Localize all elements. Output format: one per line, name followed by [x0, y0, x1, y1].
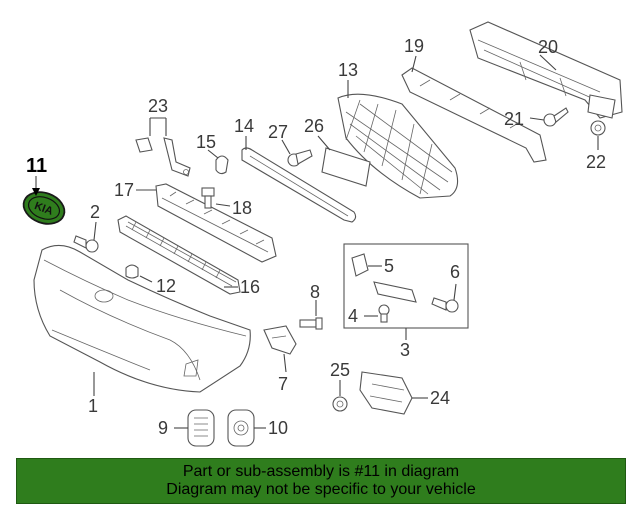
label-21: 21 — [504, 109, 524, 129]
label-23: 23 — [148, 96, 168, 116]
label-8: 8 — [310, 282, 320, 302]
label-12: 12 — [156, 276, 176, 296]
leader-27 — [281, 139, 291, 155]
part-12-clip[interactable] — [125, 264, 139, 279]
leader-20 — [539, 54, 557, 71]
label-1: 1 — [88, 396, 98, 416]
leader-15 — [207, 149, 219, 159]
label-9: 9 — [158, 418, 168, 438]
part-15-clip[interactable] — [215, 155, 229, 175]
label-22: 22 — [586, 152, 606, 172]
label-16: 16 — [240, 277, 260, 297]
part-8-bolt[interactable] — [299, 317, 323, 330]
part-25-bolt[interactable] — [332, 396, 348, 412]
part-27-screw[interactable] — [287, 149, 313, 167]
label-19: 19 — [404, 36, 424, 56]
leader-2 — [93, 221, 97, 241]
leader-6 — [453, 283, 457, 301]
part-24-sensor-module[interactable] — [359, 371, 413, 415]
banner-line-1: Part or sub-assembly is #11 in diagram — [182, 463, 460, 480]
part-11-emblem[interactable]: KIA — [19, 187, 69, 230]
label-2: 2 — [90, 202, 100, 222]
part-20-reinforcement-beam[interactable] — [469, 21, 623, 119]
label-17: 17 — [114, 180, 134, 200]
part-2-bolt[interactable] — [73, 235, 99, 253]
label-13: 13 — [338, 60, 358, 80]
info-banner: Part or sub-assembly is #11 in diagram D… — [16, 458, 626, 504]
leader-12 — [139, 275, 153, 283]
label-25: 25 — [330, 360, 350, 380]
label-11: 11 — [26, 155, 47, 177]
part-9-fog-cover[interactable] — [187, 409, 215, 447]
leader-18 — [215, 203, 231, 207]
part-1-bumper-cover[interactable] — [33, 244, 251, 393]
part-18-bolt[interactable] — [201, 187, 215, 209]
label-20: 20 — [538, 37, 558, 57]
assembly-3-bracket — [373, 281, 417, 303]
label-10: 10 — [268, 418, 288, 438]
label-24: 24 — [430, 388, 450, 408]
label-27: 27 — [268, 122, 288, 142]
part-22-nut[interactable] — [590, 120, 606, 136]
leader-11-arrow — [32, 188, 40, 196]
label-6: 6 — [450, 262, 460, 282]
label-3: 3 — [400, 340, 410, 360]
part-10-fog-lamp[interactable] — [227, 409, 255, 447]
part-14-moulding[interactable] — [241, 147, 357, 223]
leader-19 — [411, 55, 417, 73]
label-5: 5 — [384, 256, 394, 276]
part-19-energy-absorber[interactable] — [401, 67, 547, 163]
part-17-upper-bracket[interactable] — [155, 183, 277, 263]
part-16-lower-grille[interactable] — [117, 215, 241, 295]
part-7-side-bracket[interactable] — [263, 325, 297, 355]
leader-23 — [149, 117, 167, 136]
part-13-grille[interactable] — [337, 93, 459, 199]
part-26-plate-bracket[interactable] — [321, 147, 371, 187]
label-18: 18 — [232, 198, 252, 218]
part-6-bolt[interactable] — [431, 297, 459, 313]
label-4: 4 — [348, 306, 358, 326]
leader-26 — [317, 135, 331, 151]
part-4-bolt[interactable] — [378, 304, 390, 323]
label-14: 14 — [234, 116, 254, 136]
banner-line-2: Diagram may not be specific to your vehi… — [166, 481, 476, 498]
label-7: 7 — [278, 374, 288, 394]
leader-21 — [529, 117, 545, 121]
part-21-bolt[interactable] — [543, 107, 569, 127]
part-23-bracket[interactable] — [135, 137, 191, 177]
leader-7 — [283, 353, 287, 373]
label-15: 15 — [196, 132, 216, 152]
parts-diagram: 20 19 13 21 22 23 15 — [19, 21, 623, 447]
part-5-bracket[interactable] — [351, 253, 369, 277]
label-26: 26 — [304, 116, 324, 136]
